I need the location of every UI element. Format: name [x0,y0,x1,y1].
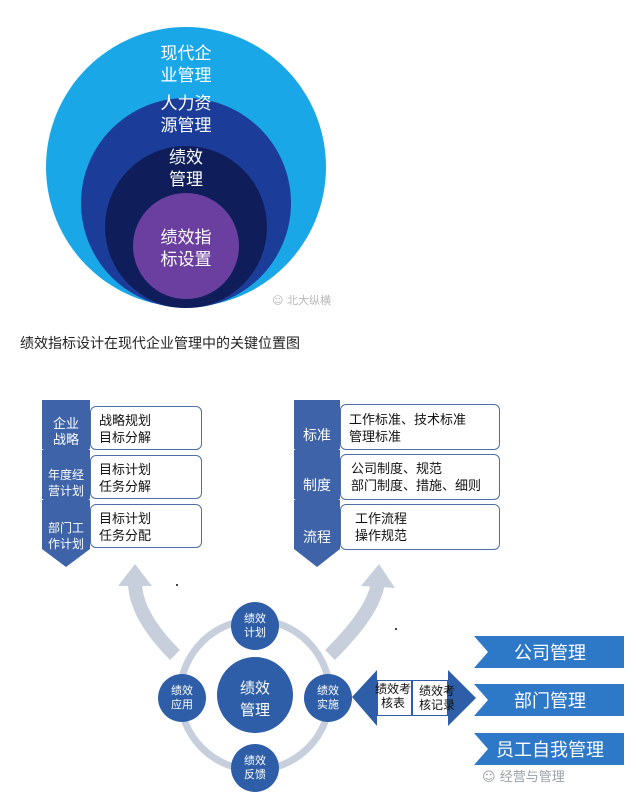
chevron-right-2 [294,450,340,511]
wechat-icon-bottom: ☺ [482,770,496,785]
cycle-node-right [304,674,352,722]
cycle-node-left [158,674,206,722]
chevron-left-1 [42,400,90,461]
curved-arrow-right [325,580,385,660]
chevron-label-left-2: 年度经 营计划 [47,468,84,498]
cycle-node-top [231,602,279,650]
cycle-node-top-label: 绩效 计划 [244,612,266,639]
level-employee: 员工自我管理 [496,740,604,761]
banner-company [474,636,624,668]
arrow-right-label-bg [413,681,447,715]
chevron-right-3 [294,500,340,567]
level-department: 部门管理 [514,691,586,712]
arrow-label-left: 绩效考 核表 [374,682,411,710]
cycle-node-right-label: 绩效 实施 [317,684,339,711]
dot-mark [395,628,397,630]
box-left-1: 战略规划 目标分解 [90,406,202,450]
chevron-stacks [42,400,340,567]
circle-label-inner: 绩效指 标设置 [160,228,212,270]
figure-caption: 绩效指标设计在现代企业管理中的关键位置图 [20,336,300,352]
box-left-3: 目标计划 任务分配 [90,504,202,548]
chevron-label-right-2: 制度 [303,478,331,494]
circle-indicator-setting [133,193,239,299]
arrow-left-label-bg [378,681,411,715]
circle-label-outer: 现代企 业管理 [160,44,212,86]
cycle-node-left-label: 绩效 应用 [171,684,193,711]
box-right-1: 工作标准、技术标准 管理标准 [340,404,500,450]
dot-mark [176,584,178,586]
arrow-label-right: 绩效考 核记录 [418,684,455,712]
watermark-top: ☺ 北大纵横 [272,294,331,307]
chevron-left-2 [42,450,90,511]
banner-employee [474,733,624,765]
level-company: 公司管理 [514,643,586,664]
watermark-bottom: ☺ 经营与管理 [482,770,565,785]
box-left-2: 目标计划 任务分解 [90,455,202,499]
chevron-left-3 [42,500,90,567]
wechat-icon: ☺ [272,294,284,307]
curved-arrow-right-head [361,564,395,588]
cycle-center-label: 绩效 管理 [239,679,270,719]
chevron-right-1 [294,400,340,461]
box-right-3: 工作流程 操作规范 [340,504,500,550]
performance-cycle-diagram [118,564,624,792]
nested-circles-diagram [46,27,326,308]
chevron-label-left-3: 部门工 作计划 [47,521,84,551]
circle-label-second: 人力资 源管理 [160,94,212,136]
cycle-node-bottom-label: 绩效 反馈 [244,754,266,781]
curved-arrow-left-head [118,564,152,586]
chevron-label-right-1: 标准 [303,428,331,444]
cycle-node-bottom [231,744,279,792]
circle-label-third: 绩效 管理 [169,148,203,190]
cycle-center-node [217,657,293,733]
chevron-label-right-3: 流程 [303,530,331,546]
curved-arrow-left [128,581,180,660]
banner-department [474,684,624,716]
chevron-label-left-1: 企业 战略 [52,417,79,448]
box-right-2: 公司制度、规范 部门制度、措施、细则 [340,454,500,500]
